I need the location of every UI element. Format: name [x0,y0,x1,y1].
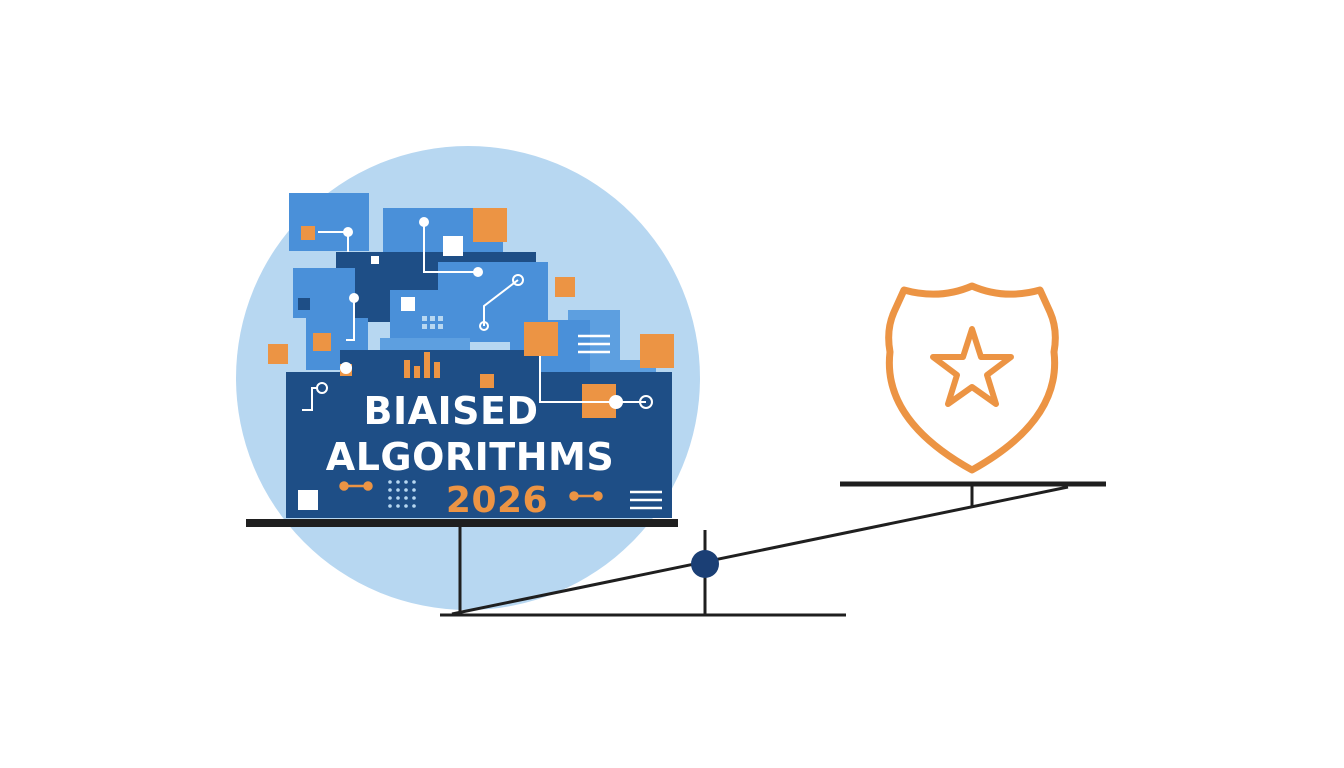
tile [289,193,369,251]
navy-square [298,298,310,310]
document-lines-icon [630,490,662,510]
orange-square [480,374,494,388]
orange-square [640,334,674,368]
tilted-beam [451,485,1069,616]
tile [293,268,355,318]
dot-matrix-icon [388,480,416,508]
orange-connector-icon [339,481,603,501]
orange-square [524,322,558,356]
headline-line1: BIAISED [363,389,538,433]
fulcrum-pivot [691,550,719,578]
orange-square [555,277,575,297]
white-square [371,256,379,264]
white-square [443,236,463,256]
headline-line2: ALGORITHMS [326,435,614,479]
mini-bar-chart-icon [404,352,440,378]
algorithm-block-cluster: BIAISED ALGORITHMS 2026 [268,193,674,521]
grid-glyph-icon [422,316,443,329]
orange-square [301,226,315,240]
white-square [401,297,415,311]
shield-star-icon [885,282,1059,474]
orange-square [313,333,331,351]
orange-square [268,344,288,364]
orange-square [473,208,507,242]
circuit-lines [302,222,646,411]
document-lines-icon [578,334,610,354]
circuit-nodes [316,217,653,409]
headline-year: 2026 [446,480,548,521]
white-square [298,490,318,510]
